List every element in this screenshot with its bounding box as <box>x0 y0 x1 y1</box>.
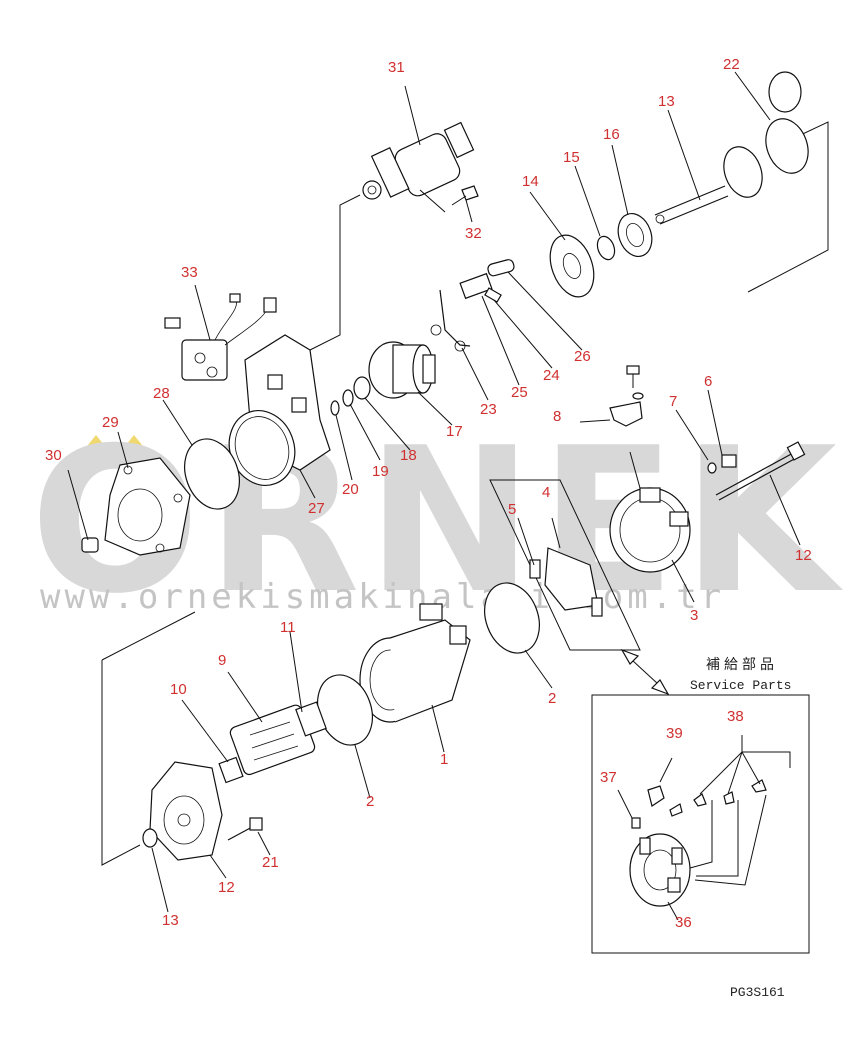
label-2-left: 2 <box>366 793 374 810</box>
label-23: 21 <box>262 854 279 871</box>
part-brush-holder <box>529 547 603 617</box>
part-solenoid <box>362 121 475 213</box>
service-parts-box: 補給部品 Service Parts <box>591 657 810 954</box>
part-38-c <box>723 791 735 805</box>
label-26: 24 <box>543 367 560 384</box>
label-8: 8 <box>553 408 561 425</box>
part-plate-8 <box>609 401 643 427</box>
label-28: 26 <box>574 348 591 365</box>
part-spring-28 <box>487 259 515 277</box>
part-clip-24 <box>768 71 802 113</box>
label-19: 17 <box>446 423 463 440</box>
label-27: 25 <box>511 384 528 401</box>
part-39 <box>647 785 665 807</box>
label-3: 3 <box>690 607 698 624</box>
service-parts-title-en: Service Parts <box>690 678 791 693</box>
part-screw <box>626 365 644 400</box>
label-16: 14 <box>522 173 539 190</box>
part-gear-housing <box>228 334 331 486</box>
label-14: 13 <box>162 912 179 929</box>
label-2-right: 2 <box>548 690 556 707</box>
label-10: 10 <box>170 681 187 698</box>
part-37 <box>631 817 641 829</box>
label-37: 37 <box>600 769 617 786</box>
part-bolt-23 <box>227 817 263 841</box>
part-holder-27 <box>459 272 493 300</box>
part-washer-14 <box>142 828 158 848</box>
label-38: 38 <box>727 708 744 725</box>
part-o-ring-2-right <box>484 582 540 654</box>
part-brush-holder-assy <box>629 833 691 907</box>
part-washer-7 <box>707 462 717 474</box>
watermark-url: www.ornekismakinalari.com.tr <box>40 577 725 617</box>
label-1: 1 <box>440 751 448 768</box>
part-bracket-16 <box>549 234 595 298</box>
label-21: 19 <box>372 463 389 480</box>
label-9: 9 <box>218 652 226 669</box>
label-30: 28 <box>153 385 170 402</box>
watermark-accent-left <box>80 435 112 455</box>
label-39: 39 <box>666 725 683 742</box>
label-33: 31 <box>388 59 405 76</box>
part-ring-17 <box>596 235 616 261</box>
part-front-housing <box>149 761 223 861</box>
part-pin-26 <box>484 287 502 303</box>
label-22: 20 <box>342 481 359 498</box>
part-bushing-32 <box>81 537 99 553</box>
label-12: 12 <box>795 547 812 564</box>
part-ring-21 <box>342 389 354 407</box>
part-labels: 31 32 33 28 29 30 27 20 19 18 17 23 25 2… <box>45 56 812 931</box>
label-15: 13 <box>658 93 675 110</box>
label-24: 22 <box>723 56 740 73</box>
part-nut-6 <box>721 454 737 468</box>
part-bracket-35 <box>164 293 277 381</box>
part-o-ring-30 <box>184 438 240 510</box>
part-shaft-15 <box>654 146 763 225</box>
part-armature <box>218 701 327 784</box>
part-front-cover <box>104 457 191 556</box>
label-29: 27 <box>308 500 325 517</box>
label-34: 32 <box>465 225 482 242</box>
part-rear-cover <box>609 487 691 573</box>
part-bearing-18 <box>617 213 653 257</box>
label-25: 23 <box>480 401 497 418</box>
part-bolt-34 <box>451 185 479 206</box>
label-17: 15 <box>563 149 580 166</box>
part-38-a <box>669 803 683 817</box>
part-clutch <box>368 341 436 399</box>
label-11: 11 <box>280 619 296 636</box>
part-collar-20 <box>353 376 371 400</box>
part-lever-25 <box>430 289 471 352</box>
part-yoke <box>359 603 471 723</box>
frame-lines <box>101 121 829 866</box>
part-snap-ring-22 <box>330 400 340 416</box>
label-31: 29 <box>102 414 119 431</box>
label-18: 16 <box>603 126 620 143</box>
leader-lines <box>67 71 801 913</box>
watermark-accent-right <box>118 435 150 455</box>
label-35: 33 <box>181 264 198 281</box>
label-20: 18 <box>400 447 417 464</box>
drawing-code: PG3S161 <box>730 985 785 1000</box>
label-13: 12 <box>218 879 235 896</box>
part-through-bolt <box>715 441 806 501</box>
label-36: 36 <box>675 914 692 931</box>
service-parts-title-jp: 補給部品 <box>706 657 778 673</box>
label-4: 4 <box>542 484 550 501</box>
part-o-ring-24 <box>765 118 809 174</box>
label-32: 30 <box>45 447 62 464</box>
double-arrow <box>620 648 670 696</box>
label-5: 5 <box>508 501 516 518</box>
label-6: 6 <box>704 373 712 390</box>
part-38-b <box>693 793 707 807</box>
label-7: 7 <box>669 393 677 410</box>
